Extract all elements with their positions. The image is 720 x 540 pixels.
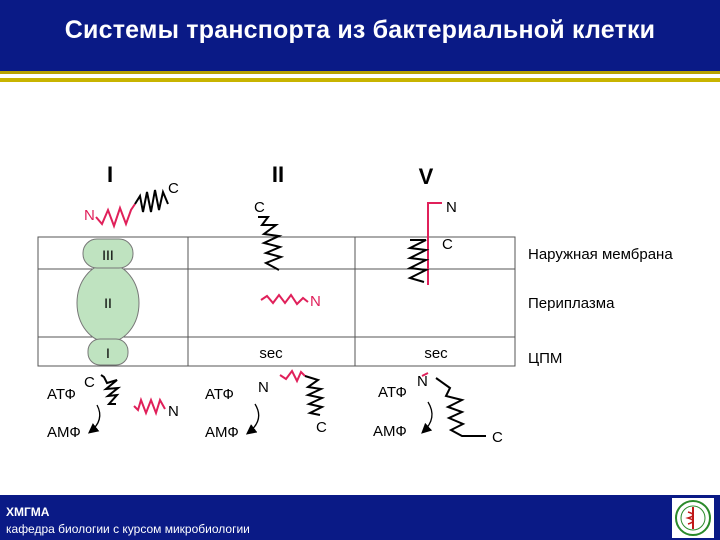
system-five-cytoplasmic-protein bbox=[421, 372, 486, 437]
system-five-autotransporter bbox=[406, 202, 442, 285]
n-terminus-bottom-left: N bbox=[168, 403, 179, 420]
channel-bottom bbox=[87, 338, 129, 366]
header-rule bbox=[0, 78, 720, 82]
periplasm-label: Периплазма bbox=[528, 295, 615, 312]
n-terminus-system-two: N bbox=[258, 379, 269, 396]
atp-label-2: АТФ bbox=[205, 386, 234, 403]
system-label-1: I bbox=[107, 162, 113, 187]
channel-label-i: I bbox=[106, 345, 110, 361]
footer: ХМГМА кафедра биологии с курсом микробио… bbox=[0, 495, 720, 540]
atp-arrow-3 bbox=[421, 401, 433, 434]
n-terminus-system-two-periplasm: N bbox=[310, 293, 321, 310]
slide-title: Системы транспорта из бактериальной клет… bbox=[64, 16, 656, 44]
outer-membrane-label: Наружная мембрана bbox=[528, 246, 673, 263]
cytoplasmic-membrane-label: ЦПМ bbox=[528, 350, 562, 367]
n-terminus-system-five-bottom: N bbox=[417, 373, 428, 390]
atp-arrow-2 bbox=[245, 403, 260, 435]
c-terminus-system-five-bottom: C bbox=[492, 429, 503, 446]
type-one-channel: III II I bbox=[76, 238, 140, 366]
n-terminus-top-left: N bbox=[84, 207, 95, 224]
n-terminus-system-five: N bbox=[446, 199, 457, 216]
amp-label-3: АМФ bbox=[373, 423, 407, 440]
system-two-periplasmic-protein bbox=[260, 293, 309, 306]
sec-label-system-five: sec bbox=[424, 345, 448, 362]
atp-label-3: АТФ bbox=[378, 384, 407, 401]
title-bar: Системы транспорта из бактериальной клет… bbox=[0, 0, 720, 74]
system-two-cytoplasmic-protein bbox=[279, 369, 326, 416]
c-terminus-system-five: C bbox=[442, 236, 453, 253]
system-one-cytoplasmic-protein bbox=[100, 374, 166, 417]
system-label-5: V bbox=[419, 164, 434, 189]
channel-label-iii: III bbox=[102, 247, 114, 263]
c-terminus-system-two: C bbox=[254, 199, 265, 216]
atp-label-1: АТФ bbox=[47, 386, 76, 403]
footer-org: ХМГМА bbox=[6, 505, 50, 519]
c-terminus-top-left: C bbox=[168, 180, 179, 197]
header: Системы транспорта из бактериальной клет… bbox=[0, 0, 720, 82]
transport-systems-diagram: III II I I II V N C C N АТФ АМФ C N sec … bbox=[37, 162, 673, 446]
system-one-secreted-protein bbox=[95, 188, 169, 229]
system-label-2: II bbox=[272, 162, 284, 187]
channel-top bbox=[82, 238, 134, 269]
c-terminus-system-two-bottom: C bbox=[316, 419, 327, 436]
amp-label-1: АМФ bbox=[47, 424, 81, 441]
atp-arrow-1 bbox=[87, 404, 101, 434]
medical-emblem-icon bbox=[672, 498, 714, 538]
amp-label-2: АМФ bbox=[205, 424, 239, 441]
channel-label-ii: II bbox=[104, 295, 112, 311]
c-terminus-bottom-left: C bbox=[84, 374, 95, 391]
sec-label-system-two: sec bbox=[259, 345, 283, 362]
system-two-outer-protein bbox=[258, 216, 285, 271]
footer-department: кафедра биологии с курсом микробиологии bbox=[6, 522, 250, 536]
